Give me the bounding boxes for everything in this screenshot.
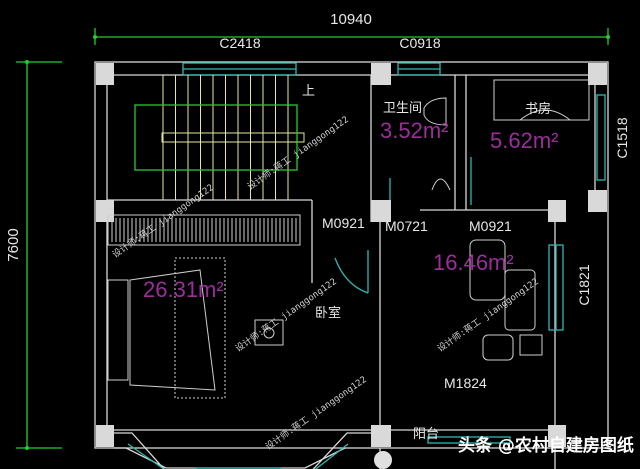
railing-frame bbox=[107, 214, 301, 246]
bay-window bbox=[114, 432, 371, 469]
dimension-top bbox=[93, 28, 610, 45]
door-label-m0721: M0721 bbox=[385, 218, 428, 234]
window-label-c2418: C2418 bbox=[219, 35, 260, 51]
dimension-width-label: 10940 bbox=[330, 11, 372, 28]
window-c1821 bbox=[548, 244, 564, 331]
dimension-left bbox=[16, 60, 62, 450]
room-area-bedroom: 26.31m² bbox=[143, 277, 224, 302]
window-label-c0918: C0918 bbox=[399, 35, 440, 51]
furniture bbox=[107, 79, 590, 399]
stair-outline bbox=[134, 104, 298, 171]
door-label-m0921-bedroom: M0921 bbox=[322, 215, 365, 231]
window-label-c1518: C1518 bbox=[614, 117, 630, 158]
doors bbox=[334, 157, 511, 444]
room-area-bathroom: 3.52m² bbox=[380, 118, 448, 143]
window-label-c1821: C1821 bbox=[576, 264, 592, 305]
door-label-m1824: M1824 bbox=[444, 375, 487, 391]
balcony-outline bbox=[374, 448, 556, 469]
source-credit: 头条 @农村自建房图纸 bbox=[458, 435, 634, 456]
staircase bbox=[134, 75, 305, 200]
stair-up-label: 上 bbox=[302, 84, 315, 99]
room-name-balcony: 阳台 bbox=[413, 427, 439, 442]
window-c2418 bbox=[182, 62, 297, 76]
stair-railing bbox=[107, 214, 301, 246]
room-name-bathroom: 卫生间 bbox=[383, 101, 422, 116]
stair-handrail bbox=[161, 132, 305, 143]
window-c0918 bbox=[397, 62, 441, 76]
window-c1518 bbox=[596, 94, 606, 181]
designer-watermark: 设计师:蒋工 jianggong122 bbox=[435, 275, 541, 354]
designer-watermark: 设计师:蒋工 jianggong122 bbox=[245, 113, 351, 192]
dimension-height-label: 7600 bbox=[5, 228, 22, 261]
room-name-bedroom: 卧室 bbox=[315, 305, 341, 321]
walls bbox=[94, 61, 609, 449]
room-name-study: 书房 bbox=[525, 101, 551, 117]
room-area-living: 16.46m² bbox=[433, 250, 514, 275]
designer-watermark: 设计师:蒋工 jianggong122 bbox=[263, 373, 369, 452]
door-label-m0921-study: M0921 bbox=[469, 218, 512, 234]
columns bbox=[96, 63, 607, 447]
room-area-study: 5.62m² bbox=[490, 128, 558, 153]
